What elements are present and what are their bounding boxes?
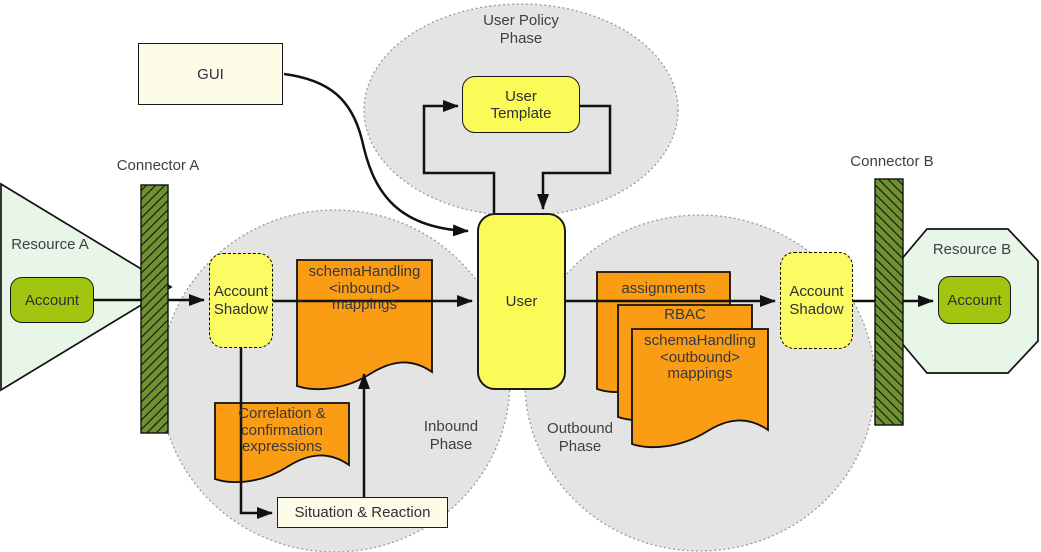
outbound-mappings-doc-label: schemaHandling <outbound> mappings [644,332,756,382]
user-policy-phase-label: User Policy Phase [483,12,559,47]
inbound-phase-label: Inbound Phase [423,418,479,453]
connector-a-bar [140,184,169,434]
account-a-node: Account [10,277,94,323]
gui-node: GUI [138,43,283,105]
correlation-doc-shape [214,402,350,484]
template-to-user-arrow [537,104,612,210]
inbound-mappings-doc-shape [296,259,433,391]
inbound-mappings-doc-label: schemaHandling <inbound> mappings [308,263,421,313]
connector-a-label: Connector A [116,157,200,174]
outbound-phase-label: Outbound Phase [547,420,613,455]
rbac-doc-label: RBAC [664,306,706,323]
outbound-mappings-doc-shape [631,328,769,449]
connector-b-bar [874,178,904,426]
user-node: User [477,213,566,390]
assignments-doc-label: assignments [621,280,706,297]
situation-reaction-node: Situation & Reaction [277,497,448,528]
resource-b-label: Resource B [932,241,1012,258]
account-shadow-b-node: Account Shadow [780,252,853,349]
user-to-template-arrow [422,100,496,213]
user-template-node: User Template [462,76,580,133]
connector-b-label: Connector B [850,153,934,170]
account-b-node: Account [938,276,1011,324]
gui-to-user-arrow [283,72,469,237]
correlation-doc-label: Correlation & confirmation expressions [238,405,326,455]
resource-a-label: Resource A [11,236,89,253]
account-shadow-a-node: Account Shadow [209,253,273,348]
shadow-a-to-situation-arrow [239,348,273,519]
